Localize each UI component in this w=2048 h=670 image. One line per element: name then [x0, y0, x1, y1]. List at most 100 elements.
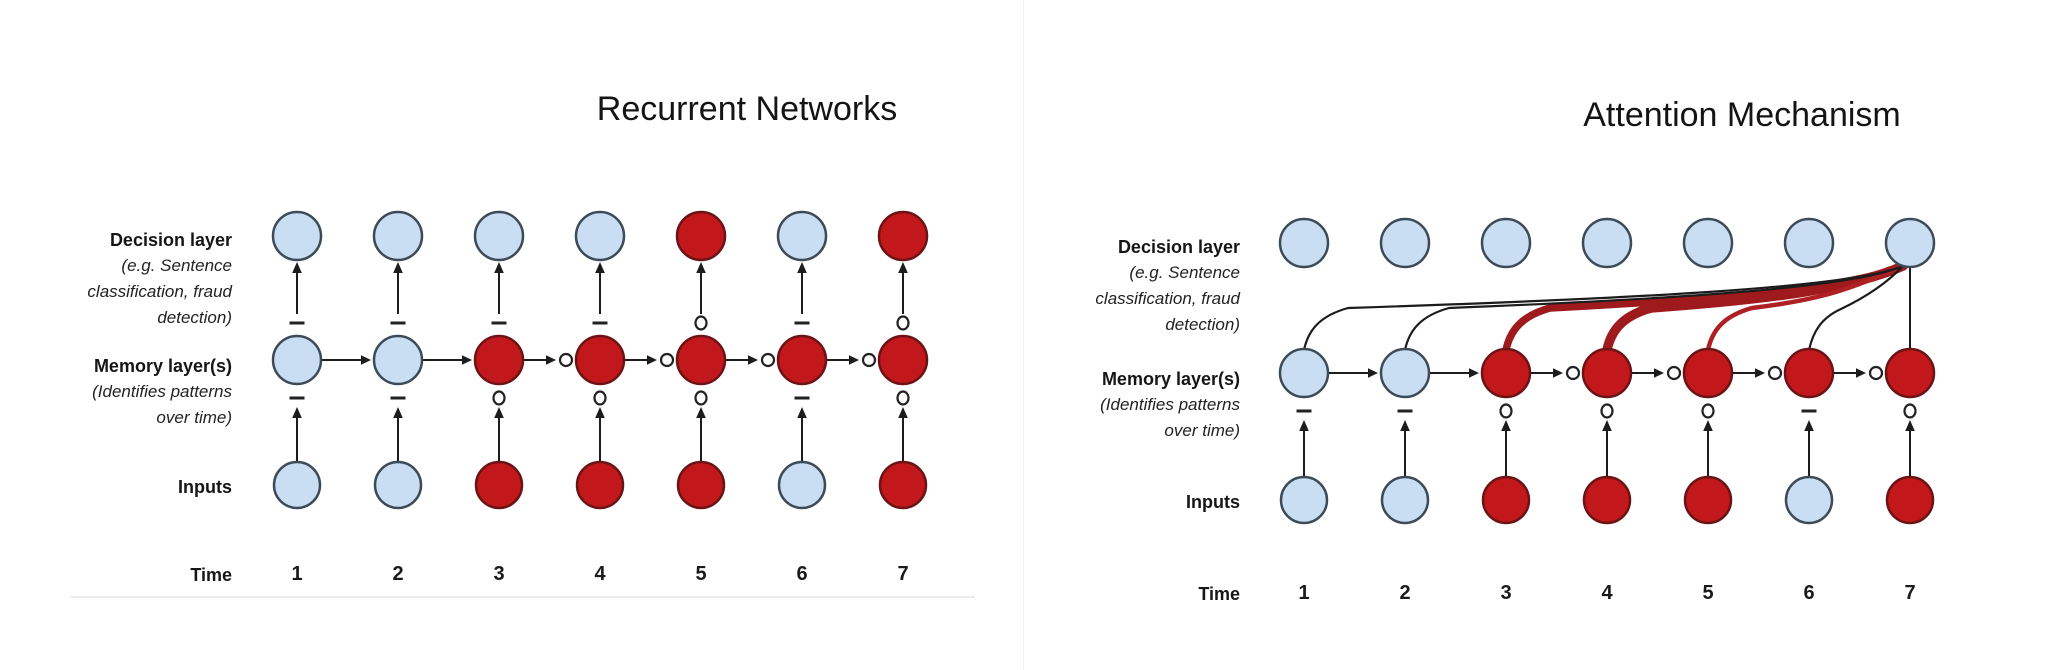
p1-input-node-t1: [272, 460, 322, 510]
p2-decision-node-t7: [1884, 217, 1936, 269]
p2-input-arrow-t7-head: [1905, 420, 1915, 431]
p1-time-value-t6: 6: [796, 563, 807, 585]
p1-input-node-t7: [878, 460, 928, 510]
p1-time-value-t4: 4: [594, 563, 606, 585]
right-decision-layer-label: Decision layer (e.g. Sentence classifica…: [1095, 234, 1240, 338]
p2-memory-node-t5: [1682, 347, 1734, 399]
p2-below-memory-symbol-t5-ring: [1701, 403, 1715, 419]
p2-input-arrow-t4-head: [1602, 420, 1612, 431]
p2-memory-gate-t5: [1767, 365, 1783, 381]
p1-input-arrow-t5-head: [696, 407, 706, 418]
p1-below-memory-symbol-t4-ring: [593, 390, 607, 406]
p2-memory-node-t4: [1581, 347, 1633, 399]
p2-memory-gate-t3: [1565, 365, 1581, 381]
p2-input-node-t7: [1885, 475, 1935, 525]
p1-memory-gate-t6: [861, 352, 877, 368]
p2-memory-arrow-t2-head: [1469, 368, 1479, 378]
p1-input-arrow-t3-head: [494, 407, 504, 418]
left-time-row-divider: [70, 596, 975, 598]
memory-layer-title: Memory layer(s): [1101, 369, 1240, 389]
left-memory-layer-label: Memory layer(s) (Identifies patterns ove…: [92, 353, 232, 431]
p1-input-node-t4: [575, 460, 625, 510]
p1-memory-node-t2: [372, 334, 424, 386]
p2-memory-arrow-t1-head: [1368, 368, 1378, 378]
attention-curve-to-t5: [1705, 263, 1906, 353]
p2-time-value-t4: 4: [1601, 582, 1613, 604]
attention-curve-to-t4: [1602, 261, 1908, 355]
p1-memory-node-t3: [473, 334, 525, 386]
p2-input-node-t2: [1380, 475, 1430, 525]
p1-time-value-t1: 1: [291, 563, 302, 585]
p1-decision-arrow-t1-head: [292, 262, 302, 273]
memory-layer-sub-1: (Identifies patterns: [1100, 395, 1240, 414]
decision-layer-title: Decision layer: [1117, 237, 1240, 257]
p1-decision-arrow-t2-head: [393, 262, 403, 273]
attention-curve-to-t2: [1403, 264, 1905, 352]
p2-memory-node-t6: [1783, 347, 1835, 399]
p1-decision-arrow-t6-head: [797, 262, 807, 273]
p2-memory-arrow-t5-head: [1755, 368, 1765, 378]
p1-memory-arrow-t4-head: [647, 355, 657, 365]
attention-curve-to-t6: [1807, 264, 1905, 352]
p1-memory-arrow-t3-head: [546, 355, 556, 365]
p1-input-node-t5: [676, 460, 726, 510]
p2-input-arrow-t6-head: [1804, 420, 1814, 431]
p1-time-value-t5: 5: [695, 563, 706, 585]
p1-memory-arrow-t5-head: [748, 355, 758, 365]
p1-decision-arrow-t7-head: [898, 262, 908, 273]
p2-below-memory-symbol-t4-ring: [1600, 403, 1614, 419]
p2-input-node-t6: [1784, 475, 1834, 525]
right-inputs-label: Inputs: [1186, 492, 1240, 512]
p1-decision-node-t7: [877, 210, 929, 262]
p2-below-memory-symbol-t7-ring: [1903, 403, 1917, 419]
p1-input-arrow-t7-head: [898, 407, 908, 418]
decision-layer-sub-3: detection): [1165, 315, 1240, 334]
p2-decision-node-t5: [1682, 217, 1734, 269]
p2-decision-node-t6: [1783, 217, 1835, 269]
p1-memory-arrow-t1-head: [361, 355, 371, 365]
left-inputs-label: Inputs: [178, 477, 232, 497]
p1-input-arrow-t2-head: [393, 407, 403, 418]
p1-decision-arrow-t5-head: [696, 262, 706, 273]
p1-memory-arrow-t6-head: [849, 355, 859, 365]
p2-input-arrow-t5-head: [1703, 420, 1713, 431]
decision-layer-title: Decision layer: [109, 230, 232, 250]
p1-memory-node-t5: [675, 334, 727, 386]
p1-decision-node-t6: [776, 210, 828, 262]
p1-memory-node-t7: [877, 334, 929, 386]
decision-layer-sub-3: detection): [157, 308, 232, 327]
left-panel-title: Recurrent Networks: [596, 90, 898, 128]
p2-memory-gate-t4: [1666, 365, 1682, 381]
right-memory-layer-label: Memory layer(s) (Identifies patterns ove…: [1100, 366, 1240, 444]
right-panel-title: Attention Mechanism: [1583, 96, 1901, 134]
p2-time-value-t3: 3: [1500, 582, 1511, 604]
p2-decision-node-t2: [1379, 217, 1431, 269]
memory-layer-sub-2: over time): [156, 408, 232, 427]
p1-decision-node-t1: [271, 210, 323, 262]
p2-input-node-t5: [1683, 475, 1733, 525]
p2-decision-node-t3: [1480, 217, 1532, 269]
p2-input-arrow-t1-head: [1299, 420, 1309, 431]
p1-decision-node-t4: [574, 210, 626, 262]
p2-memory-node-t2: [1379, 347, 1431, 399]
p2-below-memory-symbol-t3-ring: [1499, 403, 1513, 419]
p1-time-value-t7: 7: [897, 563, 908, 585]
p1-above-memory-symbol-t7-ring: [896, 315, 910, 331]
p1-time-value-t2: 2: [392, 563, 403, 585]
p1-time-value-t3: 3: [493, 563, 504, 585]
p2-memory-arrow-t4-head: [1654, 368, 1664, 378]
memory-layer-sub-1: (Identifies patterns: [92, 382, 232, 401]
right-time-label: Time: [1198, 584, 1240, 604]
p2-memory-arrow-t3-head: [1553, 368, 1563, 378]
p1-input-node-t3: [474, 460, 524, 510]
p1-below-memory-symbol-t5-ring: [694, 390, 708, 406]
memory-layer-sub-2: over time): [1164, 421, 1240, 440]
decision-layer-sub-1: (e.g. Sentence: [1129, 263, 1240, 282]
p2-time-value-t7: 7: [1904, 582, 1915, 604]
panel-divider: [1023, 0, 1024, 670]
decision-layer-sub-2: classification, fraud: [87, 282, 232, 301]
p1-input-arrow-t1-head: [292, 407, 302, 418]
p1-decision-arrow-t3-head: [494, 262, 504, 273]
